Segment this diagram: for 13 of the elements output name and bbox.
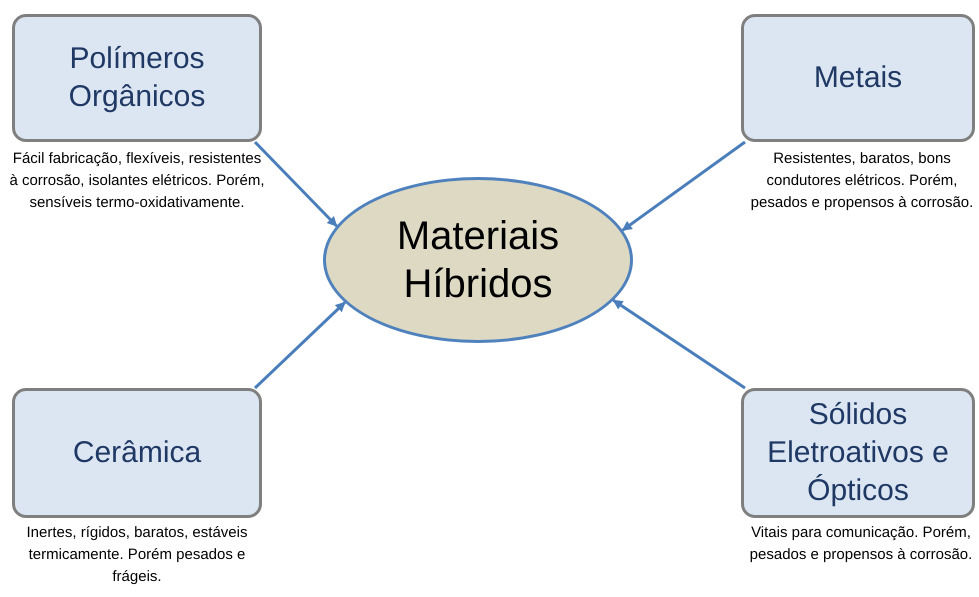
arrow	[622, 140, 746, 232]
category-box: Sólidos Eletroativos e Ópticos	[741, 388, 975, 518]
category-box: Cerâmica	[12, 388, 262, 518]
description-text: Vitais para comunicação. Porém, pesados e propensos à corrosão.	[748, 523, 974, 565]
arrow	[254, 140, 338, 228]
category-box: Polímeros Orgânicos	[12, 14, 262, 142]
description-text: Fácil fabricação, flexíveis, resistentes à corrosão, isolantes elétricos. Porém, sensíveis termo-oxidativamente.	[8, 149, 266, 213]
arrow	[254, 301, 346, 390]
category-box: Metais	[741, 14, 975, 142]
description-text: Inertes, rígidos, baratos, estáveis termicamente. Porém pesados e frágeis.	[26, 523, 248, 587]
description-text: Resistentes, baratos, bons condutores elétricos. Porém, pesados e propensos à corrosão.	[750, 149, 974, 213]
arrow	[612, 299, 746, 390]
central-ellipse: Materiais Híbridos	[323, 177, 633, 343]
